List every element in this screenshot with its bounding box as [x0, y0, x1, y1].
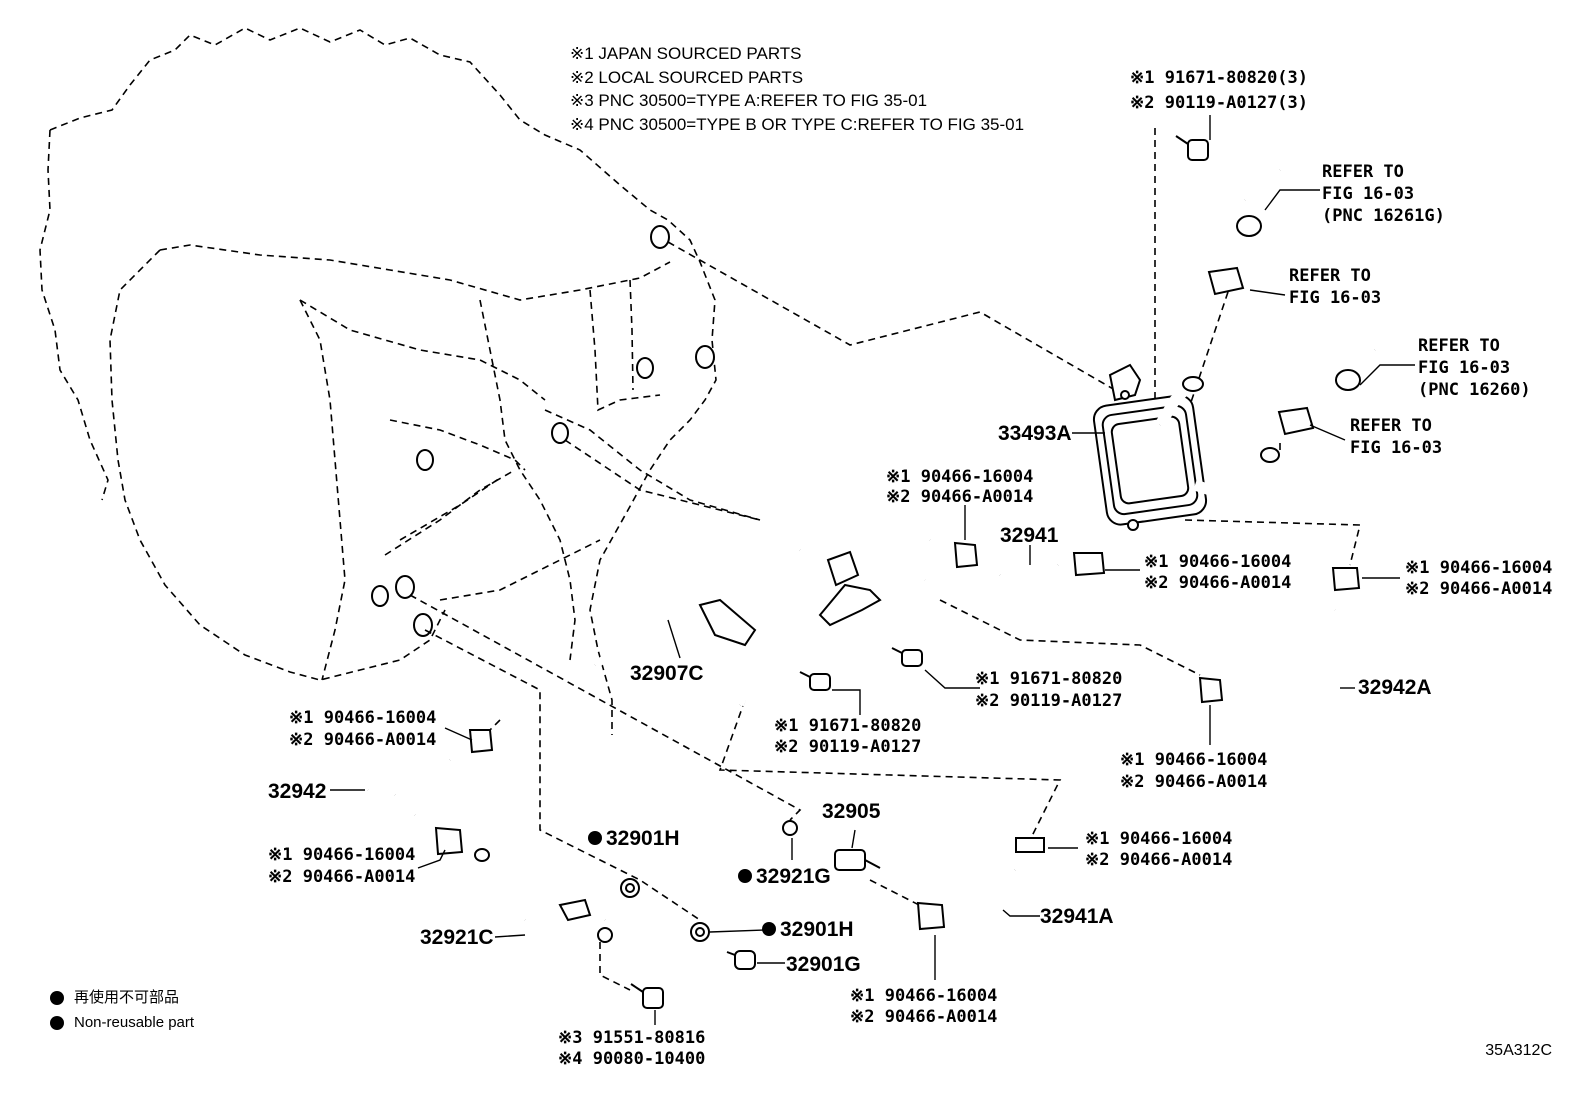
label-refer-a-2: FIG 16-03	[1322, 184, 1414, 204]
label-refer-a-3: (PNC 16261G)	[1322, 206, 1445, 226]
label-clip-a-1: ※1 90466-16004	[886, 467, 1033, 487]
label-clip-h-2: ※2 90466-A0014	[850, 1007, 997, 1027]
label-clip-b-2: ※2 90466-A0014	[1144, 573, 1291, 593]
non-reusable-marker	[762, 922, 776, 936]
label-clip-d-2: ※2 90466-A0014	[289, 730, 436, 750]
label-clip-b-1: ※1 90466-16004	[1144, 552, 1291, 572]
non-reusable-marker	[738, 869, 752, 883]
leader-lines	[330, 115, 1415, 1025]
label-refer-c-2: FIG 16-03	[1418, 358, 1510, 378]
label-bolt-top-2: ※2 90119-A0127(3)	[1130, 93, 1308, 113]
legend-row-english: Non-reusable part	[50, 1010, 194, 1035]
label-clip-c-1: ※1 90466-16004	[1405, 558, 1552, 578]
oil-cooler-33493a	[1092, 363, 1280, 531]
label-cooler-33493a: 33493A	[998, 422, 1072, 445]
transaxle-housing	[39, 27, 761, 735]
label-hose-32941: 32941	[1000, 524, 1059, 547]
note-1: ※1 JAPAN SOURCED PARTS	[570, 44, 802, 63]
note-3: ※3 PNC 30500=TYPE A:REFER TO FIG 35-01	[570, 91, 928, 110]
label-clip-e-1: ※1 90466-16004	[1120, 750, 1267, 770]
label-refer-b-1: REFER TO	[1289, 266, 1371, 286]
label-clip-d-1: ※1 90466-16004	[289, 708, 436, 728]
part-labels: ※1 91671-80820(3) ※2 90119-A0127(3) REFE…	[268, 68, 1552, 1069]
legend-text-japanese: 再使用不可部品	[74, 989, 180, 1006]
label-pipe-32907c: 32907C	[630, 662, 704, 685]
hoses	[366, 160, 1382, 944]
label-bolt-low-1: ※1 91671-80820	[774, 716, 921, 736]
notes-block: ※1 JAPAN SOURCED PARTS ※2 LOCAL SOURCED …	[570, 42, 1024, 136]
label-clip-f-1: ※1 90466-16004	[1085, 829, 1232, 849]
label-bolt-bottom-1: ※3 91551-80816	[558, 1028, 705, 1048]
label-refer-a-1: REFER TO	[1322, 162, 1404, 182]
label-pipe-32921c: 32921C	[420, 926, 494, 949]
label-refer-b-2: FIG 16-03	[1289, 288, 1381, 308]
note-2: ※2 LOCAL SOURCED PARTS	[570, 67, 804, 87]
bullet-icon	[50, 990, 64, 1005]
label-gasket-32901h-b: 32901H	[780, 918, 854, 941]
label-hose-32941a: 32941A	[1040, 905, 1114, 928]
label-bolt-mid-1: ※1 91671-80820	[975, 669, 1122, 689]
label-hose-32942: 32942	[268, 780, 326, 803]
label-refer-c-3: (PNC 16260)	[1418, 380, 1531, 400]
label-refer-c-1: REFER TO	[1418, 336, 1500, 356]
non-reusable-marker	[588, 831, 602, 845]
note-4: ※4 PNC 30500=TYPE B OR TYPE C:REFER TO F…	[570, 114, 1025, 134]
label-gasket-32901h-a: 32901H	[606, 827, 680, 850]
label-bolt-32901g: 32901G	[786, 953, 861, 976]
label-clip-g-1: ※1 90466-16004	[268, 845, 415, 865]
label-refer-d-1: REFER TO	[1350, 416, 1432, 436]
label-clip-e-2: ※2 90466-A0014	[1120, 772, 1267, 792]
pipe-32907c-assembly	[592, 525, 935, 707]
label-clip-f-2: ※2 90466-A0014	[1085, 850, 1232, 870]
label-refer-d-2: FIG 16-03	[1350, 438, 1442, 458]
bullet-icon	[50, 1015, 64, 1030]
label-bolt-mid-2: ※2 90119-A0127	[975, 691, 1122, 711]
small-parts	[434, 135, 1361, 1009]
label-hose-32942a: 32942A	[1358, 676, 1432, 699]
pipe-32921c	[474, 848, 607, 940]
label-bolt-low-2: ※2 90119-A0127	[774, 737, 921, 757]
label-clip-c-2: ※2 90466-A0014	[1405, 579, 1552, 599]
legend: 再使用不可部品 Non-reusable part	[50, 985, 194, 1035]
legend-row-japanese: 再使用不可部品	[50, 985, 194, 1010]
label-bolt-top-1: ※1 91671-80820(3)	[1130, 68, 1308, 88]
label-union-32905: 32905	[822, 800, 881, 823]
label-clip-h-1: ※1 90466-16004	[850, 986, 997, 1006]
label-clip-g-2: ※2 90466-A0014	[268, 867, 415, 887]
figure-id: 35A312C	[1485, 1042, 1552, 1059]
label-bolt-bottom-2: ※4 90080-10400	[558, 1049, 705, 1069]
legend-text-english: Non-reusable part	[74, 1014, 195, 1031]
label-ring-32921g: 32921G	[756, 865, 831, 888]
label-clip-a-2: ※2 90466-A0014	[886, 487, 1033, 507]
